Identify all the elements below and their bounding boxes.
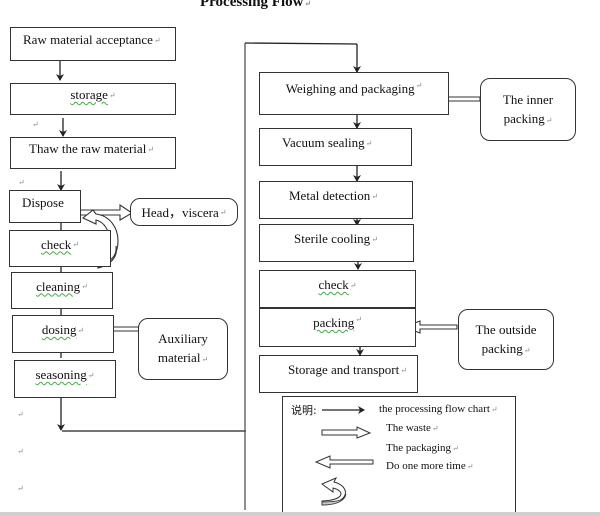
step-storage-transport: Storage and transport↵ [259, 355, 418, 393]
step-raw-material-acceptance: Raw material acceptance↵ [10, 27, 176, 61]
outside-packing: The outside packing↵ [458, 309, 554, 370]
step-check-2: check↵ [259, 270, 416, 308]
legend-heading: 说明: [291, 404, 317, 417]
column-connector-top [244, 42, 358, 45]
legend-curved-arrow-shade [321, 493, 347, 506]
paragraph-mark: ↵ [32, 120, 39, 129]
step-sterile-cooling: Sterile cooling↵ [259, 224, 414, 262]
auxiliary-material: Auxiliary material↵ [138, 318, 228, 380]
legend-curved-arrow [320, 477, 346, 506]
step-dispose: Dispose [9, 190, 81, 223]
legend: 说明: the processing flow chart↵ The waste… [282, 396, 516, 516]
step-thaw-raw-material: Thaw the raw material↵ [10, 137, 176, 169]
step-metal-detection: Metal detection↵ [259, 181, 413, 219]
diagram-title: Processing Flow↵ [200, 0, 312, 10]
legend-label-repeat: Do one more time↵ [386, 460, 474, 472]
step-storage: storage↵ [10, 83, 176, 115]
inner-packing: The inner packing↵ [480, 78, 576, 141]
step-cleaning: cleaning↵ [11, 272, 113, 309]
paragraph-mark: ↵ [18, 178, 25, 187]
legend-hollow-arrow-left [314, 455, 374, 469]
legend-label-packaging: The packaging↵ [386, 442, 459, 454]
step-weighing-packaging: Weighing and packaging↵ [259, 72, 449, 115]
step-packing: packing↵ [259, 308, 416, 347]
legend-hollow-arrow-right [321, 426, 372, 439]
waste-head-viscera: Head，viscera↵ [130, 198, 238, 226]
legend-label-waste: The waste↵ [386, 422, 439, 434]
step-check: check↵ [9, 230, 111, 267]
step-dosing: dosing↵ [12, 315, 114, 353]
paragraph-mark: ↵ [17, 484, 24, 493]
paragraph-mark: ↵ [17, 410, 24, 419]
legend-label-flow: the processing flow chart↵ [379, 403, 498, 415]
step-seasoning: seasoning↵ [14, 360, 116, 398]
page-bottom-edge [0, 512, 600, 516]
paragraph-mark: ↵ [17, 447, 24, 456]
step-vacuum-sealing: Vacuum sealing↵ [259, 128, 412, 166]
